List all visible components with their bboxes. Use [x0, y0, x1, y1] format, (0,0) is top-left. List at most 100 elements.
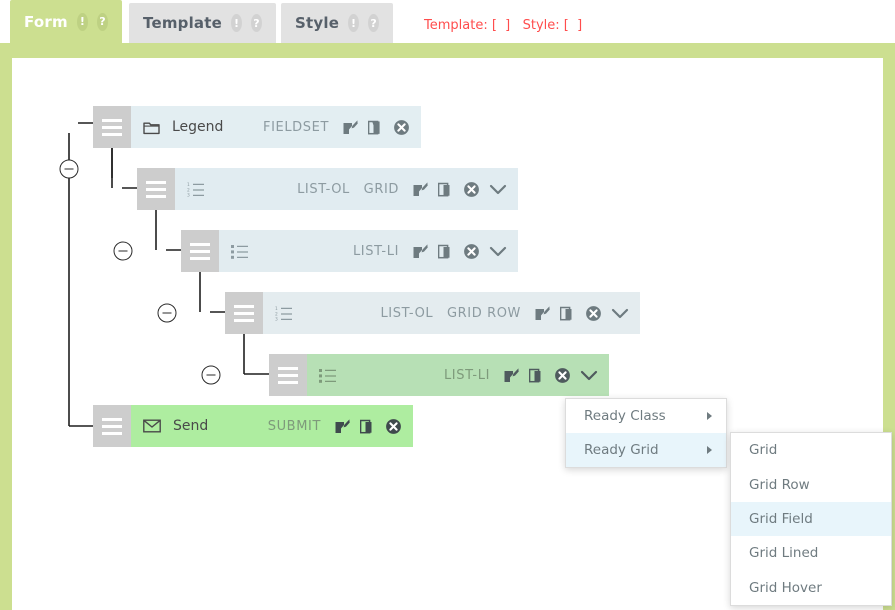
- tree-node-tag: SUBMIT: [267, 418, 321, 434]
- submenu-item-label: Grid Field: [749, 510, 813, 527]
- tab-form-help-badge[interactable]: ?: [96, 12, 108, 31]
- edit-icon[interactable]: [534, 305, 551, 322]
- tree-node-body[interactable]: LIST-LI: [307, 354, 609, 396]
- drag-handle-icon[interactable]: [269, 354, 307, 396]
- delete-icon[interactable]: [463, 181, 480, 198]
- tree-node-tag: LIST-LI: [352, 243, 399, 259]
- chevron-down-icon[interactable]: [489, 245, 507, 258]
- envelope-icon: [143, 419, 161, 433]
- drag-handle-icon[interactable]: [93, 106, 131, 148]
- tab-form[interactable]: Form ! ?: [10, 0, 122, 43]
- submenu-item-grid-field[interactable]: Grid Field: [731, 501, 891, 537]
- menu-item-label: Ready Grid: [584, 442, 659, 458]
- chevron-down-icon[interactable]: [489, 183, 507, 196]
- tab-style-warning-badge[interactable]: !: [348, 14, 360, 32]
- status-flags: Template: [ ] Style: [ ]: [424, 18, 583, 33]
- tree-node-type: FIELDSET: [263, 120, 329, 135]
- tree-node-type: LIST-OL GRID ROW: [380, 306, 521, 321]
- drag-handle-icon[interactable]: [225, 292, 263, 334]
- svg-text:3: 3: [275, 317, 278, 321]
- context-submenu[interactable]: Grid Grid Row Grid Field Grid Lined Grid…: [730, 432, 892, 606]
- tree-node-class: GRID ROW: [446, 305, 521, 321]
- edit-icon[interactable]: [412, 243, 429, 260]
- context-menu[interactable]: Ready Class Ready Grid: [565, 398, 727, 468]
- delete-icon[interactable]: [585, 305, 602, 322]
- tree-node-type: LIST-OL GRID: [297, 182, 399, 197]
- menu-item-ready-grid[interactable]: Ready Grid: [566, 433, 726, 467]
- tree-node-body[interactable]: Send SUBMIT: [131, 405, 413, 447]
- edit-icon[interactable]: [342, 119, 359, 136]
- tab-style[interactable]: Style ! ?: [281, 3, 393, 43]
- tree-node-actions: [412, 243, 507, 260]
- tree-node-body[interactable]: Legend FIELDSET: [131, 106, 421, 148]
- edit-icon[interactable]: [503, 367, 520, 384]
- chevron-down-icon[interactable]: [611, 307, 629, 320]
- folder-icon: [143, 122, 160, 134]
- ordered-list-icon: 1 2 3: [275, 306, 292, 321]
- menu-item-ready-class[interactable]: Ready Class: [566, 399, 726, 433]
- submenu-item-grid[interactable]: Grid: [731, 433, 891, 467]
- delete-icon[interactable]: [463, 243, 480, 260]
- tree-node-list-li-selected[interactable]: LIST-LI: [269, 354, 609, 396]
- tree-node-name: Send: [173, 418, 209, 434]
- tree-node-legend[interactable]: Legend FIELDSET: [93, 106, 421, 148]
- tree-node-tag: LIST-OL: [380, 305, 434, 321]
- tab-style-label: Style: [295, 14, 340, 32]
- edit-icon[interactable]: [412, 181, 429, 198]
- menu-item-label: Ready Class: [584, 408, 666, 424]
- submenu-item-label: Grid Hover: [749, 579, 822, 596]
- tree-node-list-ol-grid[interactable]: 1 2 3 LIST-OL GRID: [137, 168, 518, 210]
- chevron-down-icon[interactable]: [580, 369, 598, 382]
- copy-icon[interactable]: [438, 243, 454, 260]
- copy-icon[interactable]: [438, 181, 454, 198]
- tree-node-type: LIST-LI: [444, 368, 490, 383]
- copy-icon[interactable]: [529, 367, 545, 384]
- delete-icon[interactable]: [554, 367, 571, 384]
- form-panel: Legend FIELDSET: [0, 43, 895, 610]
- edit-icon[interactable]: [334, 418, 351, 435]
- submenu-item-grid-hover[interactable]: Grid Hover: [731, 571, 891, 605]
- delete-icon[interactable]: [385, 418, 402, 435]
- tree-node-actions: [503, 367, 598, 384]
- tree-node-actions: [412, 181, 507, 198]
- svg-text:2: 2: [275, 311, 278, 317]
- tab-bar: Form ! ? Template ! ? Style ! ? Template…: [0, 0, 895, 46]
- tab-form-warning-badge[interactable]: !: [76, 12, 88, 31]
- tree-node-actions: [334, 418, 402, 435]
- tree-node-type: LIST-LI: [353, 244, 399, 259]
- tree-node-list-li[interactable]: LIST-LI: [181, 230, 518, 272]
- tree-toggle-list-ol-grid-row[interactable]: [201, 365, 221, 385]
- copy-icon[interactable]: [360, 418, 376, 435]
- svg-text:3: 3: [187, 193, 190, 197]
- tab-template-warning-badge[interactable]: !: [231, 14, 242, 32]
- tree-toggle-list-ol-grid[interactable]: [113, 241, 133, 261]
- tree-node-body[interactable]: 1 2 3 LIST-OL GRID: [175, 168, 518, 210]
- tab-template-label: Template: [143, 14, 222, 32]
- tree-toggle-list-li[interactable]: [157, 303, 177, 323]
- tree-node-tag: LIST-LI: [443, 367, 490, 383]
- svg-text:1: 1: [187, 182, 190, 188]
- copy-icon[interactable]: [560, 305, 576, 322]
- tree-node-name: Legend: [172, 119, 224, 135]
- tree-toggle-legend[interactable]: [59, 159, 79, 179]
- tree-node-tag: LIST-OL: [297, 181, 350, 197]
- tab-style-help-badge[interactable]: ?: [368, 14, 379, 32]
- submenu-item-grid-row[interactable]: Grid Row: [731, 467, 891, 501]
- tree-node-list-ol-grid-row[interactable]: 1 2 3 LIST-OL GRID ROW: [225, 292, 640, 334]
- tree-node-actions: [342, 119, 410, 136]
- tab-template[interactable]: Template ! ?: [129, 3, 276, 43]
- submenu-item-grid-lined[interactable]: Grid Lined: [731, 536, 891, 570]
- bullet-list-icon: [231, 245, 248, 259]
- submenu-item-label: Grid: [749, 442, 778, 459]
- delete-icon[interactable]: [393, 119, 410, 136]
- drag-handle-icon[interactable]: [181, 230, 219, 272]
- drag-handle-icon[interactable]: [93, 405, 131, 447]
- tree-node-body[interactable]: 1 2 3 LIST-OL GRID ROW: [263, 292, 640, 334]
- bullet-list-icon: [319, 369, 336, 383]
- tab-template-help-badge[interactable]: ?: [251, 14, 262, 32]
- copy-icon[interactable]: [368, 119, 384, 136]
- svg-text:2: 2: [187, 187, 190, 193]
- tree-node-send[interactable]: Send SUBMIT: [93, 405, 413, 447]
- drag-handle-icon[interactable]: [137, 168, 175, 210]
- tree-node-body[interactable]: LIST-LI: [219, 230, 518, 272]
